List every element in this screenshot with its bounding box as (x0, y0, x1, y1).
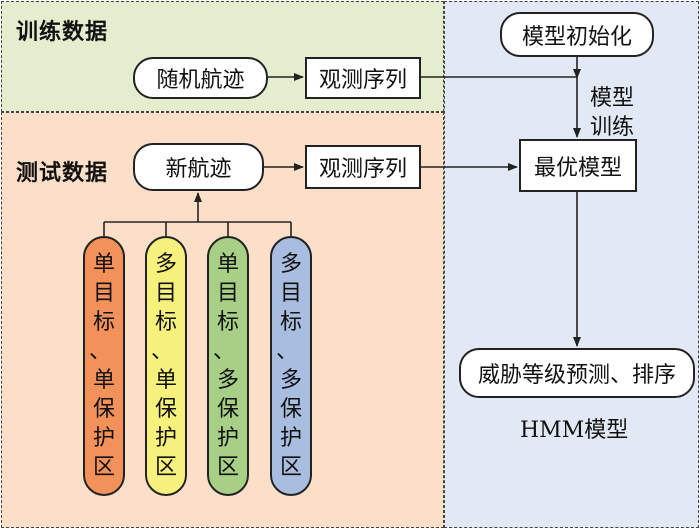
training-data-title: 训练数据 (16, 19, 109, 45)
scenario-char: 护 (92, 426, 115, 451)
scenario-pill-1: 单目标、单保护区 (83, 236, 125, 496)
scenario-char: 目 (92, 281, 115, 306)
scenario-char: 目 (279, 281, 302, 306)
scenario-char: 区 (92, 455, 115, 480)
model-training-label-line1: 模型 (590, 86, 635, 111)
model-training-label-line2: 训练 (590, 115, 635, 140)
scenario-char: 标 (279, 310, 302, 335)
scenario-char: 保 (92, 397, 115, 422)
scenario-char: 、 (275, 339, 298, 364)
random-track-node: 随机航迹 (133, 57, 268, 99)
scenario-char: 护 (279, 426, 302, 451)
scenario-char: 单 (216, 252, 239, 277)
threat-level-prediction-node: 威胁等级预测、排序 (459, 348, 695, 398)
optimal-model-node: 最优模型 (519, 139, 637, 192)
scenario-char: 、 (150, 339, 173, 364)
scenario-char: 保 (279, 397, 302, 422)
scenario-char: 目 (154, 281, 177, 306)
scenario-char: 单 (92, 368, 115, 393)
scenario-char: 保 (154, 397, 177, 422)
hmm-model-region (444, 1, 699, 528)
new-track-node: 新航迹 (133, 143, 264, 191)
scenario-char: 单 (154, 368, 177, 393)
scenario-char: 、 (212, 339, 235, 364)
scenario-char: 目 (216, 281, 239, 306)
scenario-char: 单 (92, 252, 115, 277)
test-data-title: 测试数据 (16, 160, 109, 186)
scenario-char: 保 (216, 397, 239, 422)
scenario-pill-3: 单目标、多保护区 (207, 236, 249, 496)
scenario-char: 、 (88, 339, 111, 364)
scenario-char: 标 (216, 310, 239, 335)
arrow-observation-to-training (421, 76, 581, 138)
observation-sequence-test-node: 观测序列 (305, 145, 421, 189)
scenario-char: 多 (279, 252, 302, 277)
model-initialization-node: 模型初始化 (500, 12, 654, 57)
scenario-char: 标 (92, 310, 115, 335)
hmm-model-label: HMM模型 (520, 418, 629, 443)
scenario-char: 区 (154, 455, 177, 480)
scenario-pill-4: 多目标、多保护区 (270, 236, 312, 496)
scenario-pill-2: 多目标、单保护区 (145, 236, 187, 496)
scenario-char: 护 (154, 426, 177, 451)
scenario-char: 多 (279, 368, 302, 393)
observation-sequence-train-node: 观测序列 (305, 57, 421, 99)
scenario-char: 区 (216, 455, 239, 480)
scenario-char: 护 (216, 426, 239, 451)
scenario-char: 多 (216, 368, 239, 393)
scenario-char: 标 (154, 310, 177, 335)
scenario-char: 多 (154, 252, 177, 277)
scenario-char: 区 (279, 455, 302, 480)
